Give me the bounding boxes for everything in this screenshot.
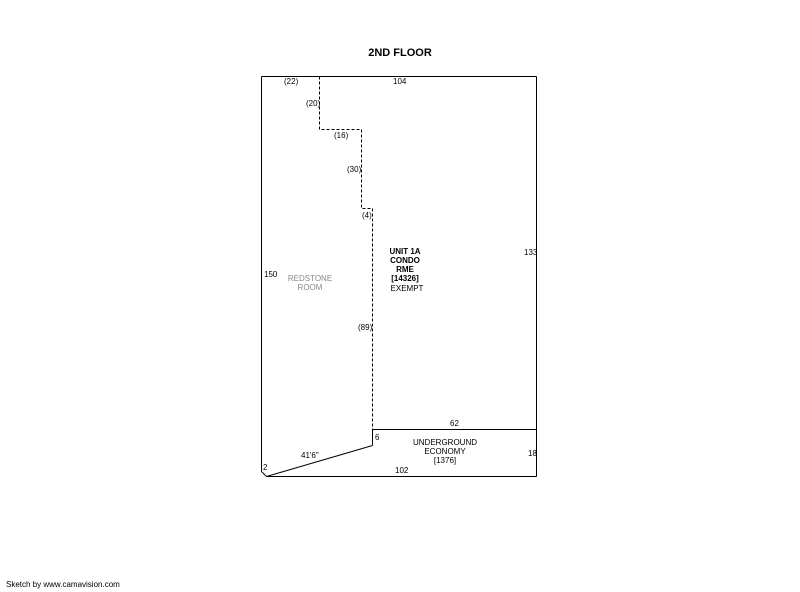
unit-area: [14326] <box>391 274 419 283</box>
dim-dashed-16: (16) <box>334 131 349 140</box>
corner-wall <box>261 471 267 477</box>
dim-top-unit: 104 <box>393 77 407 86</box>
dim-right: 133 <box>524 248 538 257</box>
dashed-partition <box>319 76 373 430</box>
dim-dashed-30: (30) <box>347 165 362 174</box>
dim-bottom: 102 <box>395 466 409 475</box>
unit-name: UNIT 1A <box>389 247 420 256</box>
underground-economy-label: UNDERGROUND ECONOMY [1376] <box>413 438 477 465</box>
diagonal-wall <box>266 445 373 477</box>
underground-line2: ECONOMY <box>424 447 466 456</box>
underground-line1: UNDERGROUND <box>413 438 477 447</box>
building-outline <box>261 76 537 477</box>
unit-status: EXEMPT <box>391 284 424 293</box>
redstone-room-label: REDSTONE ROOM <box>288 274 332 292</box>
underground-area: [1376] <box>434 456 456 465</box>
dim-underground-left: 6 <box>375 433 380 442</box>
dim-diagonal: 41'6" <box>301 451 319 460</box>
footer-credit: Sketch by www.camavision.com <box>6 580 120 589</box>
dim-underground-top: 62 <box>450 419 459 428</box>
unit-1a-label: UNIT 1A CONDO RME [14326] EXEMPT <box>389 247 423 293</box>
unit-code: RME <box>396 265 414 274</box>
dim-dashed-89: (89) <box>358 323 373 332</box>
redstone-line1: REDSTONE <box>288 274 332 283</box>
unit-type: CONDO <box>390 256 420 265</box>
dim-bottom-left: 2 <box>263 463 268 472</box>
dim-dashed-20: (20) <box>306 99 321 108</box>
underground-section-outline <box>266 429 537 477</box>
dim-dashed-4: (4) <box>362 211 372 220</box>
redstone-line2: ROOM <box>298 283 323 292</box>
floor-title: 2ND FLOOR <box>368 47 432 59</box>
dim-underground-right: 18 <box>528 449 537 458</box>
dim-left: 150 <box>264 270 278 279</box>
dim-top-outer: (22) <box>284 77 299 86</box>
